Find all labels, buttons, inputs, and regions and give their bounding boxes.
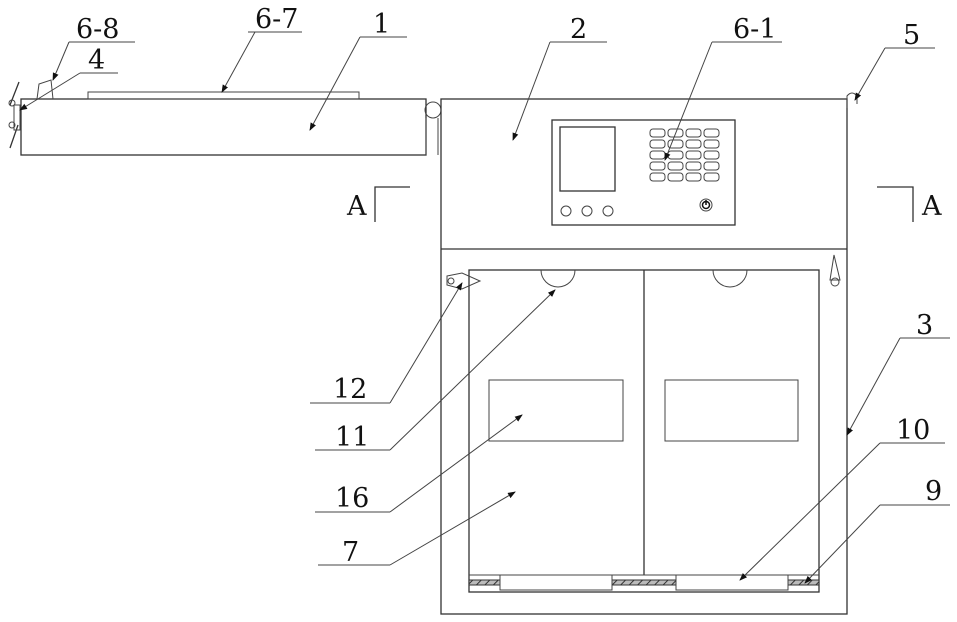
leader-arrow [665,42,712,160]
key [650,162,665,170]
label-7: 7 [342,537,359,568]
leader-arrow [390,290,555,450]
bottom-strip-9 [469,575,819,590]
window [665,380,798,441]
latch-12 [447,273,480,289]
knob [582,206,592,216]
leader-arrow [513,42,550,140]
label-2: 2 [570,14,587,45]
label-10: 10 [896,415,930,446]
block-6-8 [37,80,53,99]
leader-arrow [222,32,255,92]
label-6-1: 6-1 [733,14,776,45]
label-11: 11 [335,422,369,453]
label-6-7: 6-7 [255,4,298,35]
label-3: 3 [916,310,933,341]
window-16 [489,380,623,441]
key [704,151,719,159]
key [704,129,719,137]
key [668,162,683,170]
section-marks: A A [346,187,942,222]
key [686,173,701,181]
section-label-left: A [346,191,367,222]
knob [603,206,613,216]
knob [561,206,571,216]
roller [425,102,441,118]
cabinet [441,93,857,614]
key [668,173,683,181]
tray-part-1 [9,80,441,155]
control-panel-6-1 [552,120,735,225]
leader-arrow [855,48,885,100]
leader-arrow [847,338,900,435]
display-screen [560,127,615,191]
handle-11 [541,270,575,287]
power-icon [700,199,712,211]
key [704,140,719,148]
label-9: 9 [925,476,942,507]
key [704,162,719,170]
key [686,162,701,170]
label-5: 5 [903,20,920,51]
leader-arrow [53,42,69,80]
leader-arrow [20,73,80,110]
handle [713,270,747,287]
leader-arrow [740,443,880,580]
section-label-right: A [921,191,942,222]
keypad [650,129,719,181]
key [650,151,665,159]
label-16: 16 [335,483,369,514]
leader-arrow [805,505,880,583]
label-12: 12 [333,374,367,405]
plate-6-7 [88,92,359,99]
key [686,140,701,148]
slot-10 [676,575,788,590]
key [650,140,665,148]
slot [500,575,612,590]
key [650,173,665,181]
callouts: 6-8 4 6-7 1 2 6-1 5 3 10 9 12 11 16 7 [20,4,950,583]
side-latch [830,255,840,286]
label-1: 1 [373,9,390,40]
hook-5 [847,93,857,108]
key [686,151,701,159]
key [686,129,701,137]
leader-arrow [390,492,515,565]
leader-arrow [390,283,462,403]
leader-arrow [390,415,522,512]
clamp-4 [9,82,20,148]
key [668,151,683,159]
label-4: 4 [88,45,105,76]
key [650,129,665,137]
key [704,173,719,181]
leader-arrow [310,37,360,130]
label-6-8: 6-8 [76,14,119,45]
